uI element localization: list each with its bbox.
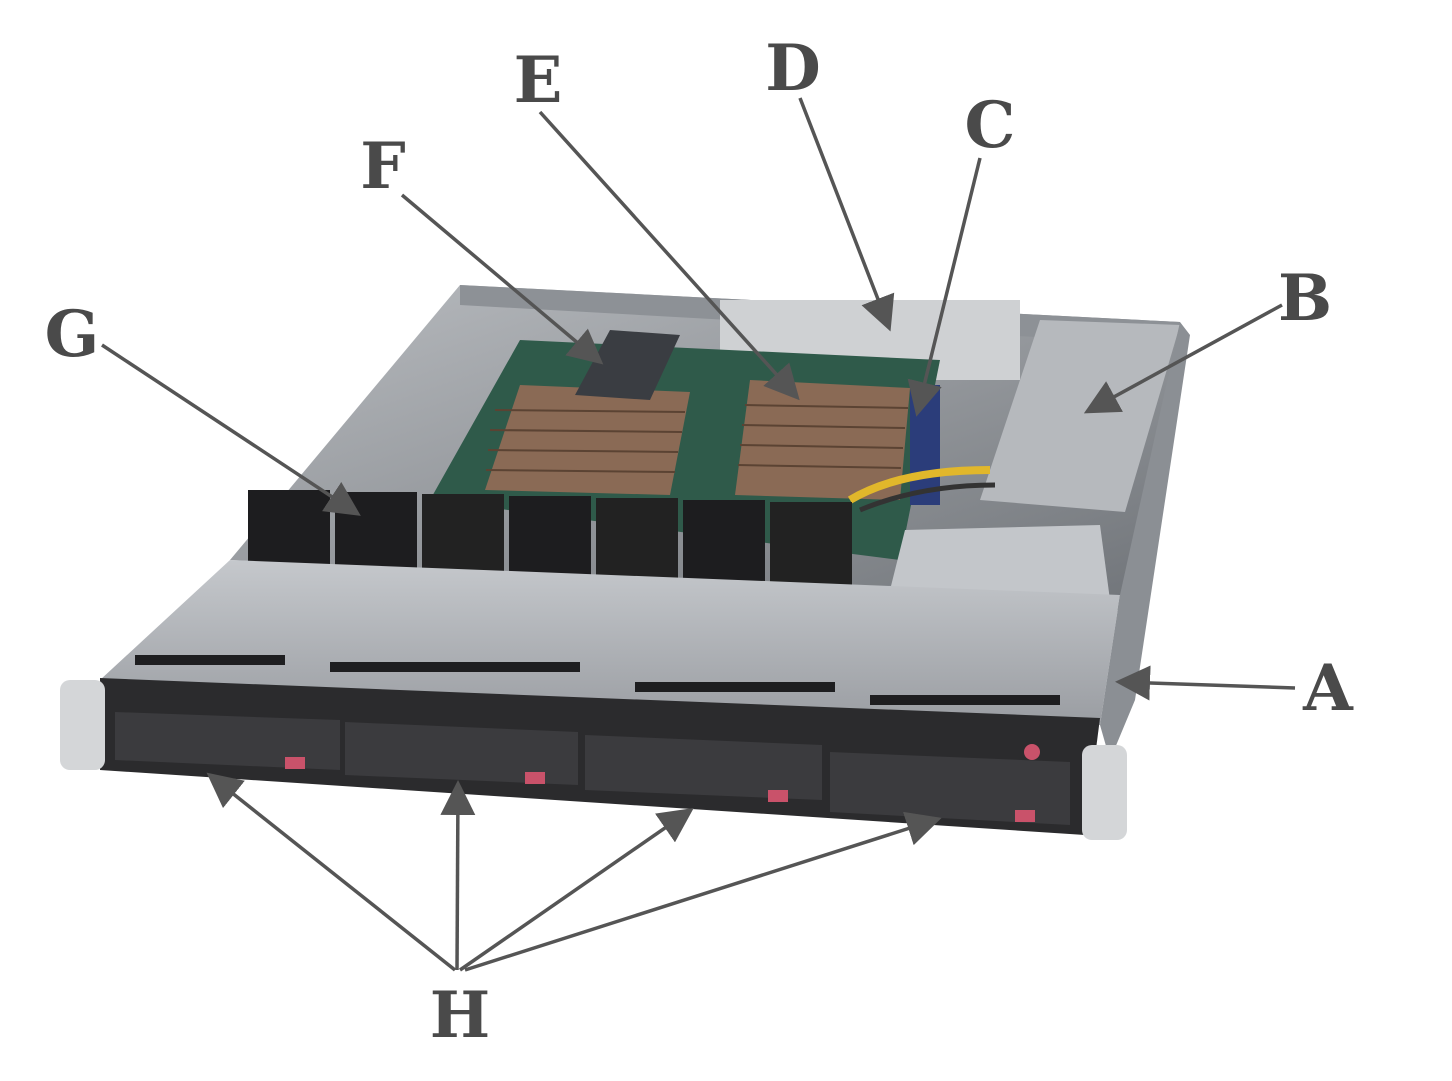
label-a: A [1302,651,1354,726]
psu-bracket [890,525,1110,600]
arrow-b [1083,303,1283,414]
arrow-d [798,97,895,332]
arrow-a [1115,665,1296,701]
label-g: G [45,297,100,372]
label-f: F [360,129,405,204]
server-chassis [60,285,1190,840]
arrow-c [907,157,982,417]
label-h: H [430,978,490,1053]
arrow-h-4 [464,811,942,972]
drive-bays [115,712,1070,825]
rack-ear-right [1082,745,1127,840]
label-e: E [514,43,563,118]
arrow-g [101,343,361,516]
arrow-f [400,193,604,365]
power-supply [980,320,1180,512]
label-b: B [1278,261,1332,336]
cpu-heatsink-1 [485,385,690,495]
side-rail [1100,322,1190,760]
arrow-h-2 [440,780,476,971]
front-cover [100,560,1120,725]
arrow-h-3 [459,808,694,972]
label-c: C [965,88,1016,163]
rack-ear-left [60,680,105,770]
arrow-e [538,110,800,401]
arrow-h-1 [206,772,457,972]
fan-row [248,490,852,592]
callout-arrows [101,97,1296,972]
label-d: D [765,31,821,106]
cpu-heatsink-2 [735,380,910,500]
